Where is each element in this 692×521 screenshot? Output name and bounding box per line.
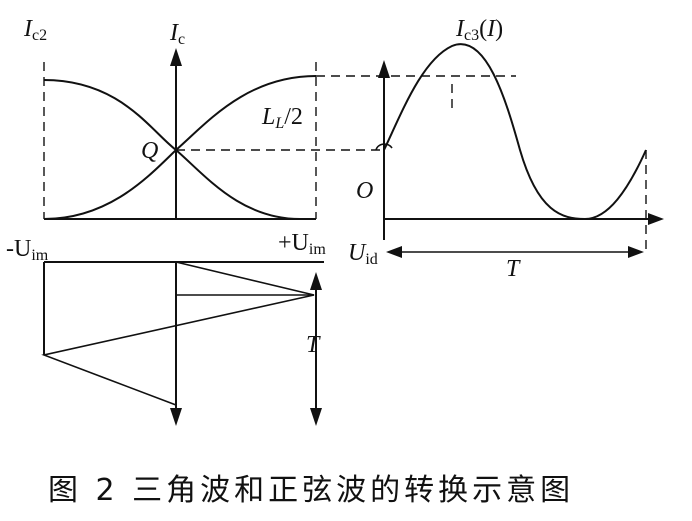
label-uid: Uid <box>348 240 378 268</box>
start-hook <box>375 143 393 151</box>
period-arrow-right-icon <box>628 246 644 258</box>
sine-wave <box>383 43 647 221</box>
label-ic2: Ic2 <box>23 16 47 44</box>
label-q: Q <box>141 138 158 164</box>
transfer-characteristic-panel <box>43 48 516 220</box>
input-period-arrow-down-icon <box>310 408 322 426</box>
label-neg-uim: -Uim <box>6 236 49 264</box>
label-t-period: T <box>506 256 521 282</box>
ic-axis-arrow-icon <box>170 48 182 66</box>
sine-output-panel <box>375 43 664 258</box>
label-ic3: Ic3(I) <box>455 16 503 44</box>
label-ll2: LL/2 <box>261 104 303 132</box>
time-axis-arrow-icon <box>170 408 182 426</box>
label-t-input: T <box>306 332 321 358</box>
label-pos-uim: +Uim <box>278 230 326 258</box>
period-arrow-left-icon <box>386 246 402 258</box>
sine-y-axis-arrow-icon <box>378 60 390 78</box>
figure-caption: 图 2 三角波和正弦波的转换示意图 <box>48 473 574 508</box>
ic-curve <box>43 75 317 220</box>
triangle-wave <box>41 261 315 406</box>
label-ic: Ic <box>169 20 185 48</box>
label-o: O <box>356 178 373 204</box>
triangle-input-panel <box>41 261 324 426</box>
input-period-arrow-up-icon <box>310 272 322 290</box>
sine-x-axis-arrow-icon <box>648 213 664 225</box>
